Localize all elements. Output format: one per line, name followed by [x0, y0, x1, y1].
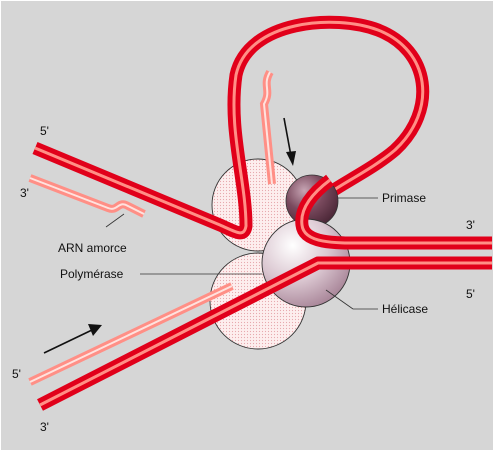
end-upper-left-3: 3' — [20, 186, 29, 200]
leading-strand — [37, 256, 492, 411]
direction-arrows — [43, 117, 296, 354]
leader-primer — [105, 213, 125, 228]
label-helicase: Hélicase — [382, 302, 428, 316]
end-right-bottom-5: 5' — [466, 287, 475, 301]
end-lower-left-3: 3' — [40, 420, 49, 434]
label-polymerase: Polymérase — [60, 267, 124, 281]
label-primase: Primase — [382, 191, 426, 205]
end-lower-left-5: 5' — [12, 367, 21, 381]
leader-helicase — [325, 289, 354, 310]
okazaki-fragment-left — [28, 174, 146, 218]
leader-lines — [105, 197, 378, 310]
leading-new-strand — [28, 282, 234, 386]
label-primer: ARN amorce — [58, 241, 127, 255]
arrow-right-up-icon — [43, 324, 102, 354]
arrow-down-icon — [283, 117, 296, 166]
end-upper-left-5: 5' — [40, 124, 49, 138]
end-right-top-3: 3' — [466, 218, 475, 232]
rna-primer-on-loop — [259, 70, 276, 185]
lagging-strand-through-helicase — [295, 174, 492, 250]
